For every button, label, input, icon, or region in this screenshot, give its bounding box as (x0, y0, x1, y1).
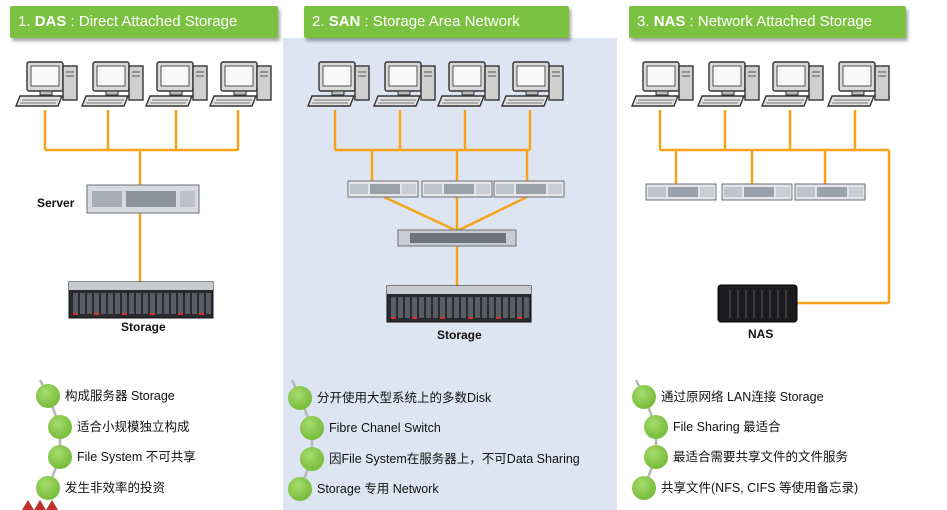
nas-bullet-2: File Sharing 最适合 (673, 420, 781, 434)
das-server-label: Server (37, 196, 75, 210)
das-header-text: : Direct Attached Storage (66, 13, 238, 30)
nas-server-icon-3 (794, 183, 866, 201)
san-pc-icon-4 (501, 61, 564, 107)
san-storage-icon (386, 285, 532, 323)
san-bullet-dot-3 (300, 447, 324, 471)
das-storage-label: Storage (121, 320, 166, 334)
san-server-icon-3 (493, 180, 565, 198)
nas-bullet-4: 共享文件(NFS, CIFS 等使用备忘录) (661, 481, 859, 495)
das-pc-icon-1 (15, 61, 78, 107)
nas-server-icon-1 (645, 183, 717, 201)
nas-header-text: : Network Attached Storage (685, 13, 873, 30)
das-bullet-4: 发生非效率的投资 (65, 481, 166, 495)
san-bullet-1: 分开使用大型系统上的多数Disk (317, 391, 492, 405)
das-storage-icon (68, 281, 214, 319)
san-pc-icon-2 (373, 61, 436, 107)
das-pc-icon-2 (81, 61, 144, 107)
nas-connectors (658, 110, 891, 305)
decorative-red-marks (22, 500, 58, 510)
san-bullet-dot-4 (288, 477, 312, 501)
san-connectors (333, 110, 532, 286)
san-bullet-3: 因File System在服务器上，不可Data Sharing (329, 452, 580, 466)
san-server-icon-2 (421, 180, 493, 198)
das-server-icon (86, 184, 200, 214)
das-connectors (43, 110, 240, 283)
san-header-number: 2. (312, 13, 325, 30)
das-bullet-2: 适合小规模独立构成 (77, 420, 190, 434)
das-bullet-3: File System 不可共享 (77, 450, 196, 464)
nas-pc-icon-2 (697, 61, 760, 107)
das-header-key: DAS (34, 13, 67, 30)
das-bullet-dot-4 (36, 476, 60, 500)
nas-diagram (631, 61, 891, 323)
nas-bullet-dot-3 (644, 445, 668, 469)
das-bullet-dot-3 (48, 445, 72, 469)
nas-server-icon-2 (721, 183, 793, 201)
san-pc-icon-3 (437, 61, 500, 107)
nas-pc-icon-1 (631, 61, 694, 107)
san-server-icon-1 (347, 180, 419, 198)
nas-device-icon (717, 284, 798, 323)
das-header: 1. DAS : Direct Attached Storage (10, 6, 278, 38)
san-header: 2. SAN : Storage Area Network (304, 6, 569, 38)
san-bullet-dot-2 (300, 416, 324, 440)
san-header-text: : Storage Area Network (360, 13, 520, 30)
nas-bullet-dot-2 (644, 415, 668, 439)
das-header-number: 1. (18, 13, 31, 30)
fibre-channel-switch-icon (397, 229, 517, 247)
nas-bullet-3: 最适合需要共享文件的文件服务 (673, 450, 849, 464)
san-bullet-2: Fibre Chanel Switch (329, 421, 441, 435)
nas-bullet-dot-1 (632, 385, 656, 409)
san-storage-label: Storage (437, 328, 482, 342)
san-diagram (307, 61, 565, 323)
das-pc-icon-3 (145, 61, 208, 107)
das-bullet-dot-1 (36, 384, 60, 408)
nas-device-label: NAS (748, 327, 774, 341)
nas-bullet-dot-4 (632, 476, 656, 500)
san-pc-icon-1 (307, 61, 370, 107)
das-pc-icon-4 (209, 61, 272, 107)
das-diagram (15, 61, 272, 319)
nas-header-number: 3. (637, 13, 650, 30)
das-bullet-1: 构成服务器 Storage (65, 389, 175, 403)
san-bullet-dot-1 (288, 386, 312, 410)
nas-header-key: NAS (653, 13, 686, 30)
das-bullet-dot-2 (48, 415, 72, 439)
nas-pc-icon-3 (761, 61, 824, 107)
nas-pc-icon-4 (827, 61, 890, 107)
nas-header: 3. NAS : Network Attached Storage (629, 6, 906, 38)
nas-bullet-1: 通过原网络 LAN连接 Storage (661, 390, 824, 404)
san-header-key: SAN (328, 13, 361, 30)
san-bullet-4: Storage 专用 Network (317, 482, 439, 496)
san-panel-background (283, 38, 617, 510)
